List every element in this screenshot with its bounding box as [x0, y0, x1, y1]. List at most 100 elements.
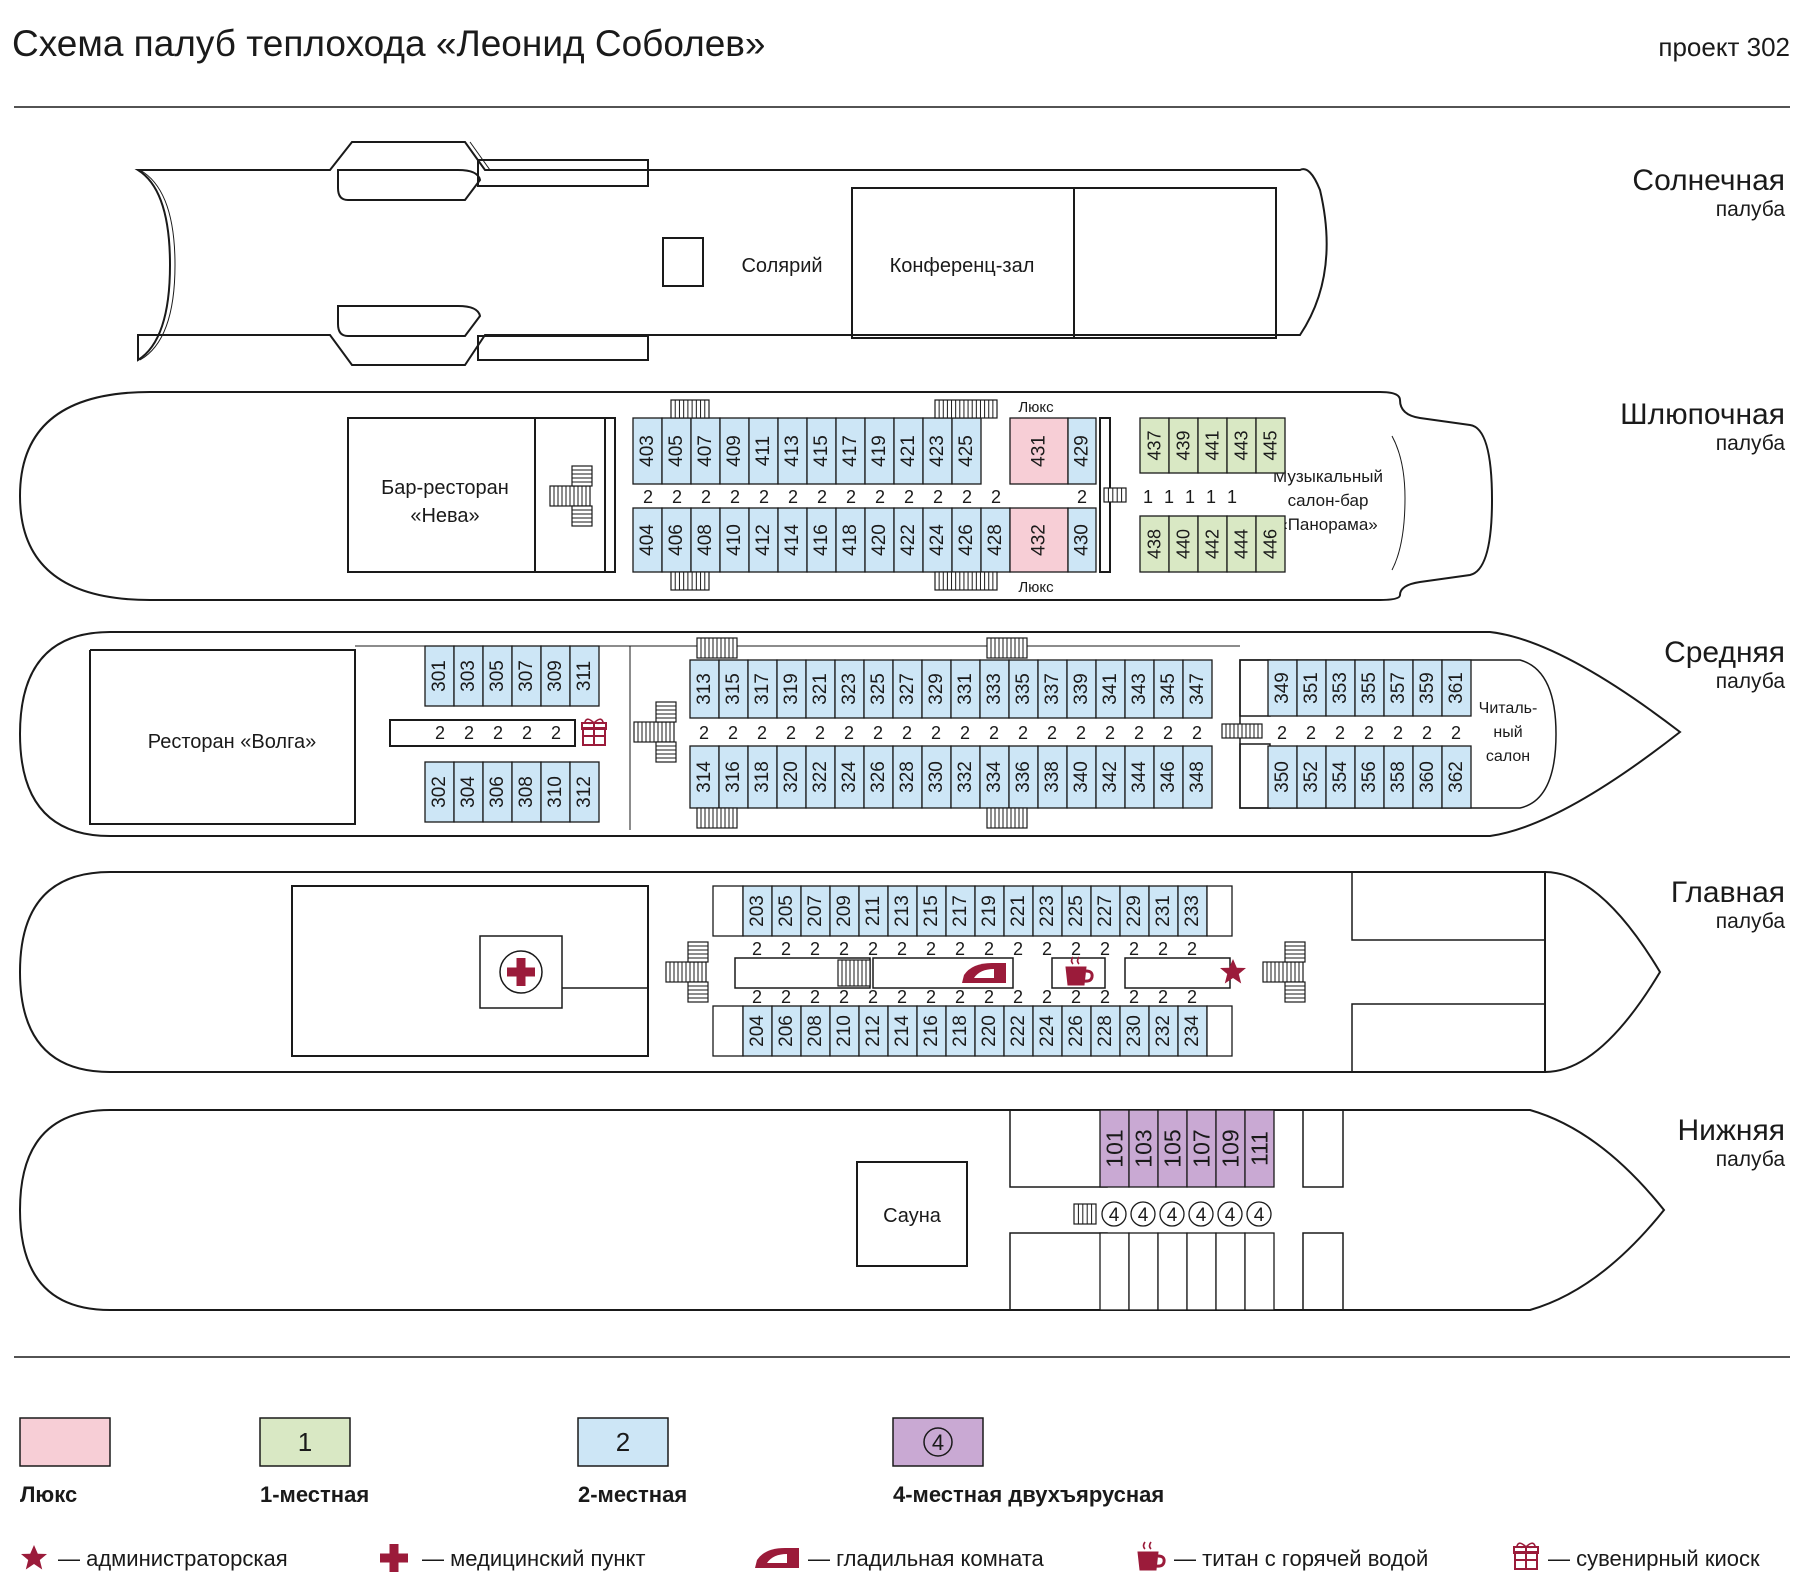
cabin-302[interactable] — [424, 761, 455, 823]
cabin-445[interactable] — [1255, 417, 1286, 474]
cabin-330[interactable] — [921, 745, 952, 809]
cabin-415[interactable] — [806, 417, 837, 485]
cabin-343[interactable] — [1124, 659, 1155, 719]
cabin-303[interactable] — [453, 645, 484, 707]
cabin-350[interactable] — [1267, 745, 1298, 809]
cabin-203[interactable] — [742, 885, 773, 937]
cabin-362[interactable] — [1441, 745, 1472, 809]
cabin-223[interactable] — [1032, 885, 1063, 937]
cabin-340[interactable] — [1066, 745, 1097, 809]
cabin-359[interactable] — [1412, 659, 1443, 717]
cabin-348[interactable] — [1182, 745, 1213, 809]
cabin-404[interactable] — [632, 507, 663, 573]
cabin-413[interactable] — [777, 417, 808, 485]
cabin-333[interactable] — [979, 659, 1010, 719]
cabin-224[interactable] — [1032, 1005, 1063, 1057]
cabin-225[interactable] — [1061, 885, 1092, 937]
cabin-206[interactable] — [771, 1005, 802, 1057]
cabin-336[interactable] — [1008, 745, 1039, 809]
cabin-212[interactable] — [858, 1005, 889, 1057]
cabin-327[interactable] — [892, 659, 923, 719]
cabin-219[interactable] — [974, 885, 1005, 937]
cabin-345[interactable] — [1153, 659, 1184, 719]
cabin-220[interactable] — [974, 1005, 1005, 1057]
cabin-442[interactable] — [1197, 515, 1228, 573]
cabin-337[interactable] — [1037, 659, 1068, 719]
cabin-316[interactable] — [718, 745, 749, 809]
cabin-314[interactable] — [689, 745, 720, 809]
cabin-339[interactable] — [1066, 659, 1097, 719]
cabin-204[interactable] — [742, 1005, 773, 1057]
cabin-222[interactable] — [1003, 1005, 1034, 1057]
cabin-334[interactable] — [979, 745, 1010, 809]
cabin-342[interactable] — [1095, 745, 1126, 809]
cabin-358[interactable] — [1383, 745, 1414, 809]
cabin-405[interactable] — [661, 417, 692, 485]
cabin-317[interactable] — [747, 659, 778, 719]
cabin-349[interactable] — [1267, 659, 1298, 717]
cabin-338[interactable] — [1037, 745, 1068, 809]
cabin-304[interactable] — [453, 761, 484, 823]
cabin-419[interactable] — [864, 417, 895, 485]
cabin-318[interactable] — [747, 745, 778, 809]
cabin-425[interactable] — [951, 417, 982, 485]
cabin-332[interactable] — [950, 745, 981, 809]
cabin-101[interactable] — [1099, 1109, 1130, 1188]
cabin-439[interactable] — [1168, 417, 1199, 474]
cabin-428[interactable] — [980, 507, 1011, 573]
cabin-313[interactable] — [689, 659, 720, 719]
cabin-217[interactable] — [945, 885, 976, 937]
cabin-426[interactable] — [951, 507, 982, 573]
cabin-361[interactable] — [1441, 659, 1472, 717]
cabin-352[interactable] — [1296, 745, 1327, 809]
cabin-421[interactable] — [893, 417, 924, 485]
cabin-324[interactable] — [834, 745, 865, 809]
cabin-208[interactable] — [800, 1005, 831, 1057]
cabin-311[interactable] — [569, 645, 600, 707]
cabin-403[interactable] — [632, 417, 663, 485]
cabin-216[interactable] — [916, 1005, 947, 1057]
cabin-416[interactable] — [806, 507, 837, 573]
cabin-347[interactable] — [1182, 659, 1213, 719]
cabin-329[interactable] — [921, 659, 952, 719]
cabin-411[interactable] — [748, 417, 779, 485]
cabin-234[interactable] — [1177, 1005, 1208, 1057]
cabin-229[interactable] — [1119, 885, 1150, 937]
cabin-408[interactable] — [690, 507, 721, 573]
cabin-232[interactable] — [1148, 1005, 1179, 1057]
cabin-443[interactable] — [1226, 417, 1257, 474]
cabin-417[interactable] — [835, 417, 866, 485]
cabin-446[interactable] — [1255, 515, 1286, 573]
cabin-409[interactable] — [719, 417, 750, 485]
cabin-444[interactable] — [1226, 515, 1257, 573]
cabin-215[interactable] — [916, 885, 947, 937]
cabin-214[interactable] — [887, 1005, 918, 1057]
cabin-346[interactable] — [1153, 745, 1184, 809]
cabin-103[interactable] — [1128, 1109, 1159, 1188]
cabin-430[interactable] — [1067, 507, 1097, 573]
cabin-323[interactable] — [834, 659, 865, 719]
cabin-331[interactable] — [950, 659, 981, 719]
cabin-437[interactable] — [1139, 417, 1170, 474]
cabin-312[interactable] — [569, 761, 600, 823]
cabin-440[interactable] — [1168, 515, 1199, 573]
cabin-309[interactable] — [540, 645, 571, 707]
cabin-218[interactable] — [945, 1005, 976, 1057]
cabin-211[interactable] — [858, 885, 889, 937]
cabin-357[interactable] — [1383, 659, 1414, 717]
cabin-205[interactable] — [771, 885, 802, 937]
cabin-315[interactable] — [718, 659, 749, 719]
cabin-321[interactable] — [805, 659, 836, 719]
cabin-306[interactable] — [482, 761, 513, 823]
cabin-326[interactable] — [863, 745, 894, 809]
cabin-356[interactable] — [1354, 745, 1385, 809]
cabin-325[interactable] — [863, 659, 894, 719]
cabin-207[interactable] — [800, 885, 831, 937]
cabin-107[interactable] — [1186, 1109, 1217, 1188]
cabin-328[interactable] — [892, 745, 923, 809]
cabin-414[interactable] — [777, 507, 808, 573]
cabin-111[interactable] — [1244, 1109, 1275, 1188]
cabin-233[interactable] — [1177, 885, 1208, 937]
cabin-310[interactable] — [540, 761, 571, 823]
cabin-422[interactable] — [893, 507, 924, 573]
